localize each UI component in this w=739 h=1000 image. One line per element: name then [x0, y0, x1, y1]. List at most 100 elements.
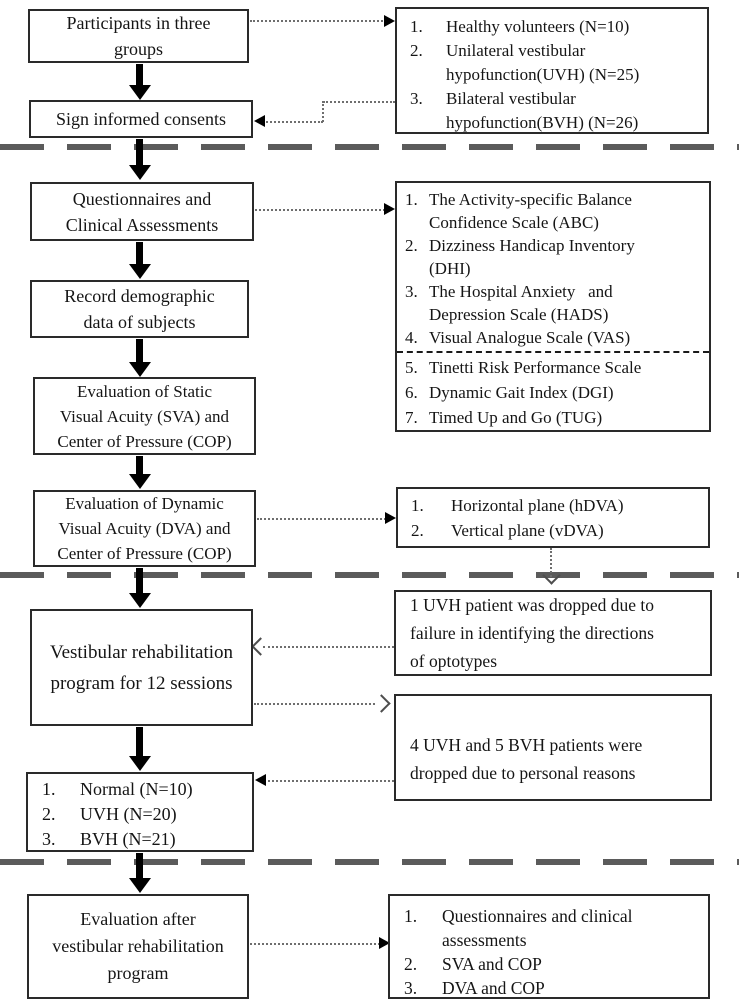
arrow-head-icon: [129, 362, 151, 377]
list-item-text: Dizziness Handicap Inventory (DHI): [429, 236, 635, 278]
arrow-head-icon: [129, 85, 151, 100]
list-item: 1. The Activity-specific Balance Confiden…: [405, 188, 705, 234]
list-item-number: 1.: [410, 17, 423, 36]
arrow-head-icon: [129, 756, 151, 771]
list-item: 2.Dizziness Handicap Inventory (DHI): [405, 234, 705, 280]
box-questionnaires: Questionnaires and Clinical Assessments: [30, 182, 254, 241]
chevron-left-icon: [251, 637, 270, 656]
arrow-head-icon: [129, 878, 151, 893]
box-final-evaluation: Evaluation after vestibular rehabilitati…: [27, 894, 249, 999]
list-item-number: 1.: [404, 906, 418, 926]
box-dropout-personal-text: 4 UVH and 5 BVH patients were dropped du…: [410, 734, 643, 783]
box-dva-cop-evaluation-text: Evaluation of Dynamic Visual Acuity (DVA…: [57, 494, 232, 563]
arrowhead-right-icon: [379, 937, 390, 949]
dotted-connector: [257, 518, 386, 520]
flow-arrow-down: [129, 139, 151, 180]
arrow-head-icon: [129, 593, 151, 608]
list-item-text: SVA and COP: [442, 954, 542, 974]
box-informed-consents: Sign informed consents: [29, 100, 253, 138]
dotted-connector: [263, 646, 394, 648]
list-item-number: 1.: [411, 496, 424, 515]
list-item-text: UVH (N=20): [80, 804, 177, 824]
arrow-stem: [136, 456, 143, 475]
list-item-text: Visual Analogue Scale (VAS): [429, 328, 631, 347]
list-item: 3. DVA and COP: [404, 976, 704, 1000]
arrowhead-right-icon: [384, 203, 395, 215]
phase-separator-line: [0, 144, 739, 150]
list-item-number: 1.: [405, 190, 418, 209]
list-item: 1.Horizontal plane (hDVA): [411, 493, 704, 518]
arrowhead-right-icon: [384, 15, 395, 27]
list-item-text: The Activity-specific Balance Confidence…: [429, 190, 632, 232]
flow-arrow-down: [129, 853, 151, 893]
phase-separator-line: [0, 859, 739, 865]
arrow-head-icon: [129, 474, 151, 489]
arrowhead-left-icon: [255, 774, 266, 786]
list-item-number: 3.: [404, 978, 418, 998]
list-item-number: 6.: [405, 383, 418, 402]
box-informed-consents-text: Sign informed consents: [56, 109, 226, 129]
arrow-stem: [136, 727, 143, 757]
assessment-scales-lower: 5.Tinetti Risk Performance Scale 6. Dynam…: [397, 351, 709, 432]
dotted-connector: [264, 780, 394, 782]
flow-arrow-down: [129, 456, 151, 489]
list-item: 2.Vertical plane (vDVA): [411, 518, 704, 543]
list-item-number: 3.: [405, 282, 418, 301]
arrow-stem: [136, 139, 143, 166]
list-item-number: 3.: [42, 829, 56, 849]
flow-arrow-down: [129, 727, 151, 771]
list-item-text: DVA and COP: [442, 978, 545, 998]
list-item: 4. Visual Analogue Scale (VAS): [405, 326, 705, 349]
list-item-number: 7.: [405, 408, 418, 427]
box-demographic-data-text: Record demographic data of subjects: [64, 286, 215, 332]
flow-arrow-down: [129, 242, 151, 279]
chevron-right-icon: [372, 694, 391, 713]
arrow-stem: [136, 568, 143, 594]
dotted-connector: [250, 943, 380, 945]
list-item-text: Vertical plane (vDVA): [451, 521, 604, 540]
arrowhead-left-icon: [254, 115, 265, 127]
box-participant-groups: 1. Healthy volunteers (N=10) 2.Unilateral…: [395, 7, 709, 134]
list-item-text: Normal (N=10): [80, 779, 193, 799]
list-item: 7. Timed Up and Go (TUG): [405, 405, 705, 430]
list-item-text: Tinetti Risk Performance Scale: [429, 358, 642, 377]
list-item-number: 2.: [410, 41, 423, 60]
arrow-stem: [136, 339, 143, 363]
box-final-assessments: 1. Questionnaires and clinical assessment…: [388, 894, 710, 999]
box-final-evaluation-text: Evaluation after vestibular rehabilitati…: [52, 909, 224, 983]
dotted-connector: [254, 703, 375, 705]
arrowhead-right-icon: [385, 512, 396, 524]
box-participants: Participants in three groups: [28, 9, 249, 63]
dotted-connector: [550, 548, 552, 577]
list-item-text: Dynamic Gait Index (DGI): [429, 383, 614, 402]
list-item: 2.Unilateral vestibular hypofunction(UVH…: [410, 39, 703, 87]
flow-arrow-down: [129, 568, 151, 608]
box-dropout-personal: 4 UVH and 5 BVH patients were dropped du…: [394, 694, 712, 801]
list-item-text: Healthy volunteers (N=10): [446, 17, 630, 36]
box-rehab-program-text: Vestibular rehabilitation program for 12…: [49, 641, 234, 694]
box-assessment-scales: 1. The Activity-specific Balance Confiden…: [395, 181, 711, 432]
list-item-number: 3.: [410, 89, 423, 108]
assessment-scales-upper: 1. The Activity-specific Balance Confiden…: [397, 183, 709, 351]
list-item-number: 4.: [405, 328, 418, 347]
box-post-rehab-groups: 1. Normal (N=10) 2. UVH (N=20) 3. BVH (N=21…: [26, 772, 254, 852]
list-item-number: 2.: [404, 954, 418, 974]
list-item: 1. Healthy volunteers (N=10): [410, 15, 703, 39]
list-item-number: 1.: [42, 779, 56, 799]
list-item-text: BVH (N=21): [80, 829, 176, 849]
flow-arrow-down: [129, 64, 151, 100]
list-item: 5.Tinetti Risk Performance Scale: [405, 355, 705, 380]
arrow-stem: [136, 853, 143, 879]
arrow-head-icon: [129, 165, 151, 180]
arrow-stem: [136, 242, 143, 265]
list-item-text: Timed Up and Go (TUG): [429, 408, 603, 427]
list-item-number: 2.: [42, 804, 56, 824]
arrow-stem: [136, 64, 143, 86]
list-item-text: Questionnaires and clinical assessments: [442, 906, 633, 950]
list-item: 6. Dynamic Gait Index (DGI): [405, 380, 705, 405]
list-item-text: Bilateral vestibular hypofunction(BVH) (…: [446, 89, 639, 132]
chevron-down-icon: [542, 566, 561, 585]
box-dropout-optotypes: 1 UVH patient was dropped due to failure…: [394, 590, 712, 676]
box-sva-cop-evaluation-text: Evaluation of Static Visual Acuity (SVA)…: [57, 381, 232, 451]
